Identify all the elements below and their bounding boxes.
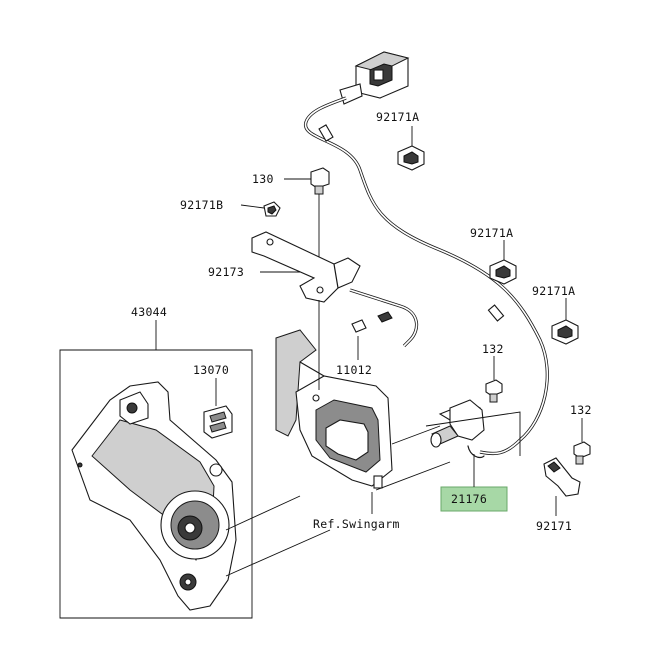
wire-connector bbox=[339, 51, 410, 105]
clip-92171b bbox=[263, 201, 281, 217]
label-92171b: 92171B bbox=[180, 198, 223, 212]
clamp-92171a-mid bbox=[489, 259, 517, 285]
sprocket-cover bbox=[71, 381, 237, 611]
label-92171a-right: 92171A bbox=[532, 284, 575, 298]
leader-92171b bbox=[240, 204, 265, 209]
bolt-132-mid bbox=[485, 379, 503, 403]
label-92171a-mid: 92171A bbox=[470, 226, 513, 240]
clip-13070 bbox=[203, 405, 233, 439]
sensor-cable bbox=[304, 96, 549, 456]
swingarm-bracket bbox=[275, 329, 393, 489]
label-92173: 92173 bbox=[208, 265, 244, 279]
speed-sensor-21176 bbox=[430, 399, 485, 459]
bolt-132-right bbox=[573, 441, 591, 465]
label-13070: 13070 bbox=[193, 363, 229, 377]
clamp-92171 bbox=[543, 457, 581, 497]
ref-line-3 bbox=[425, 411, 521, 456]
label-132-mid: 132 bbox=[482, 342, 504, 356]
group-box-43044 bbox=[59, 320, 253, 619]
ref-line-1 bbox=[391, 425, 441, 445]
label-92171: 92171 bbox=[536, 519, 572, 533]
ref-line-2 bbox=[375, 461, 451, 491]
label-92171a-top: 92171A bbox=[376, 110, 419, 124]
tube-11012 bbox=[349, 288, 419, 348]
label-132-right: 132 bbox=[570, 403, 592, 417]
ref-line-cover-2 bbox=[225, 529, 331, 577]
bracket-92173 bbox=[251, 231, 361, 303]
highlight-21176-box bbox=[440, 486, 508, 512]
ref-line-cover-1 bbox=[225, 495, 301, 531]
clamp-92171a-right bbox=[551, 319, 579, 345]
label-43044: 43044 bbox=[131, 305, 167, 319]
label-11012: 11012 bbox=[336, 363, 372, 377]
label-ref-swingarm: Ref.Swingarm bbox=[313, 517, 400, 531]
label-21176[interactable]: 21176 bbox=[451, 492, 487, 506]
clamp-92171a-top bbox=[397, 145, 425, 171]
label-130: 130 bbox=[252, 172, 274, 186]
